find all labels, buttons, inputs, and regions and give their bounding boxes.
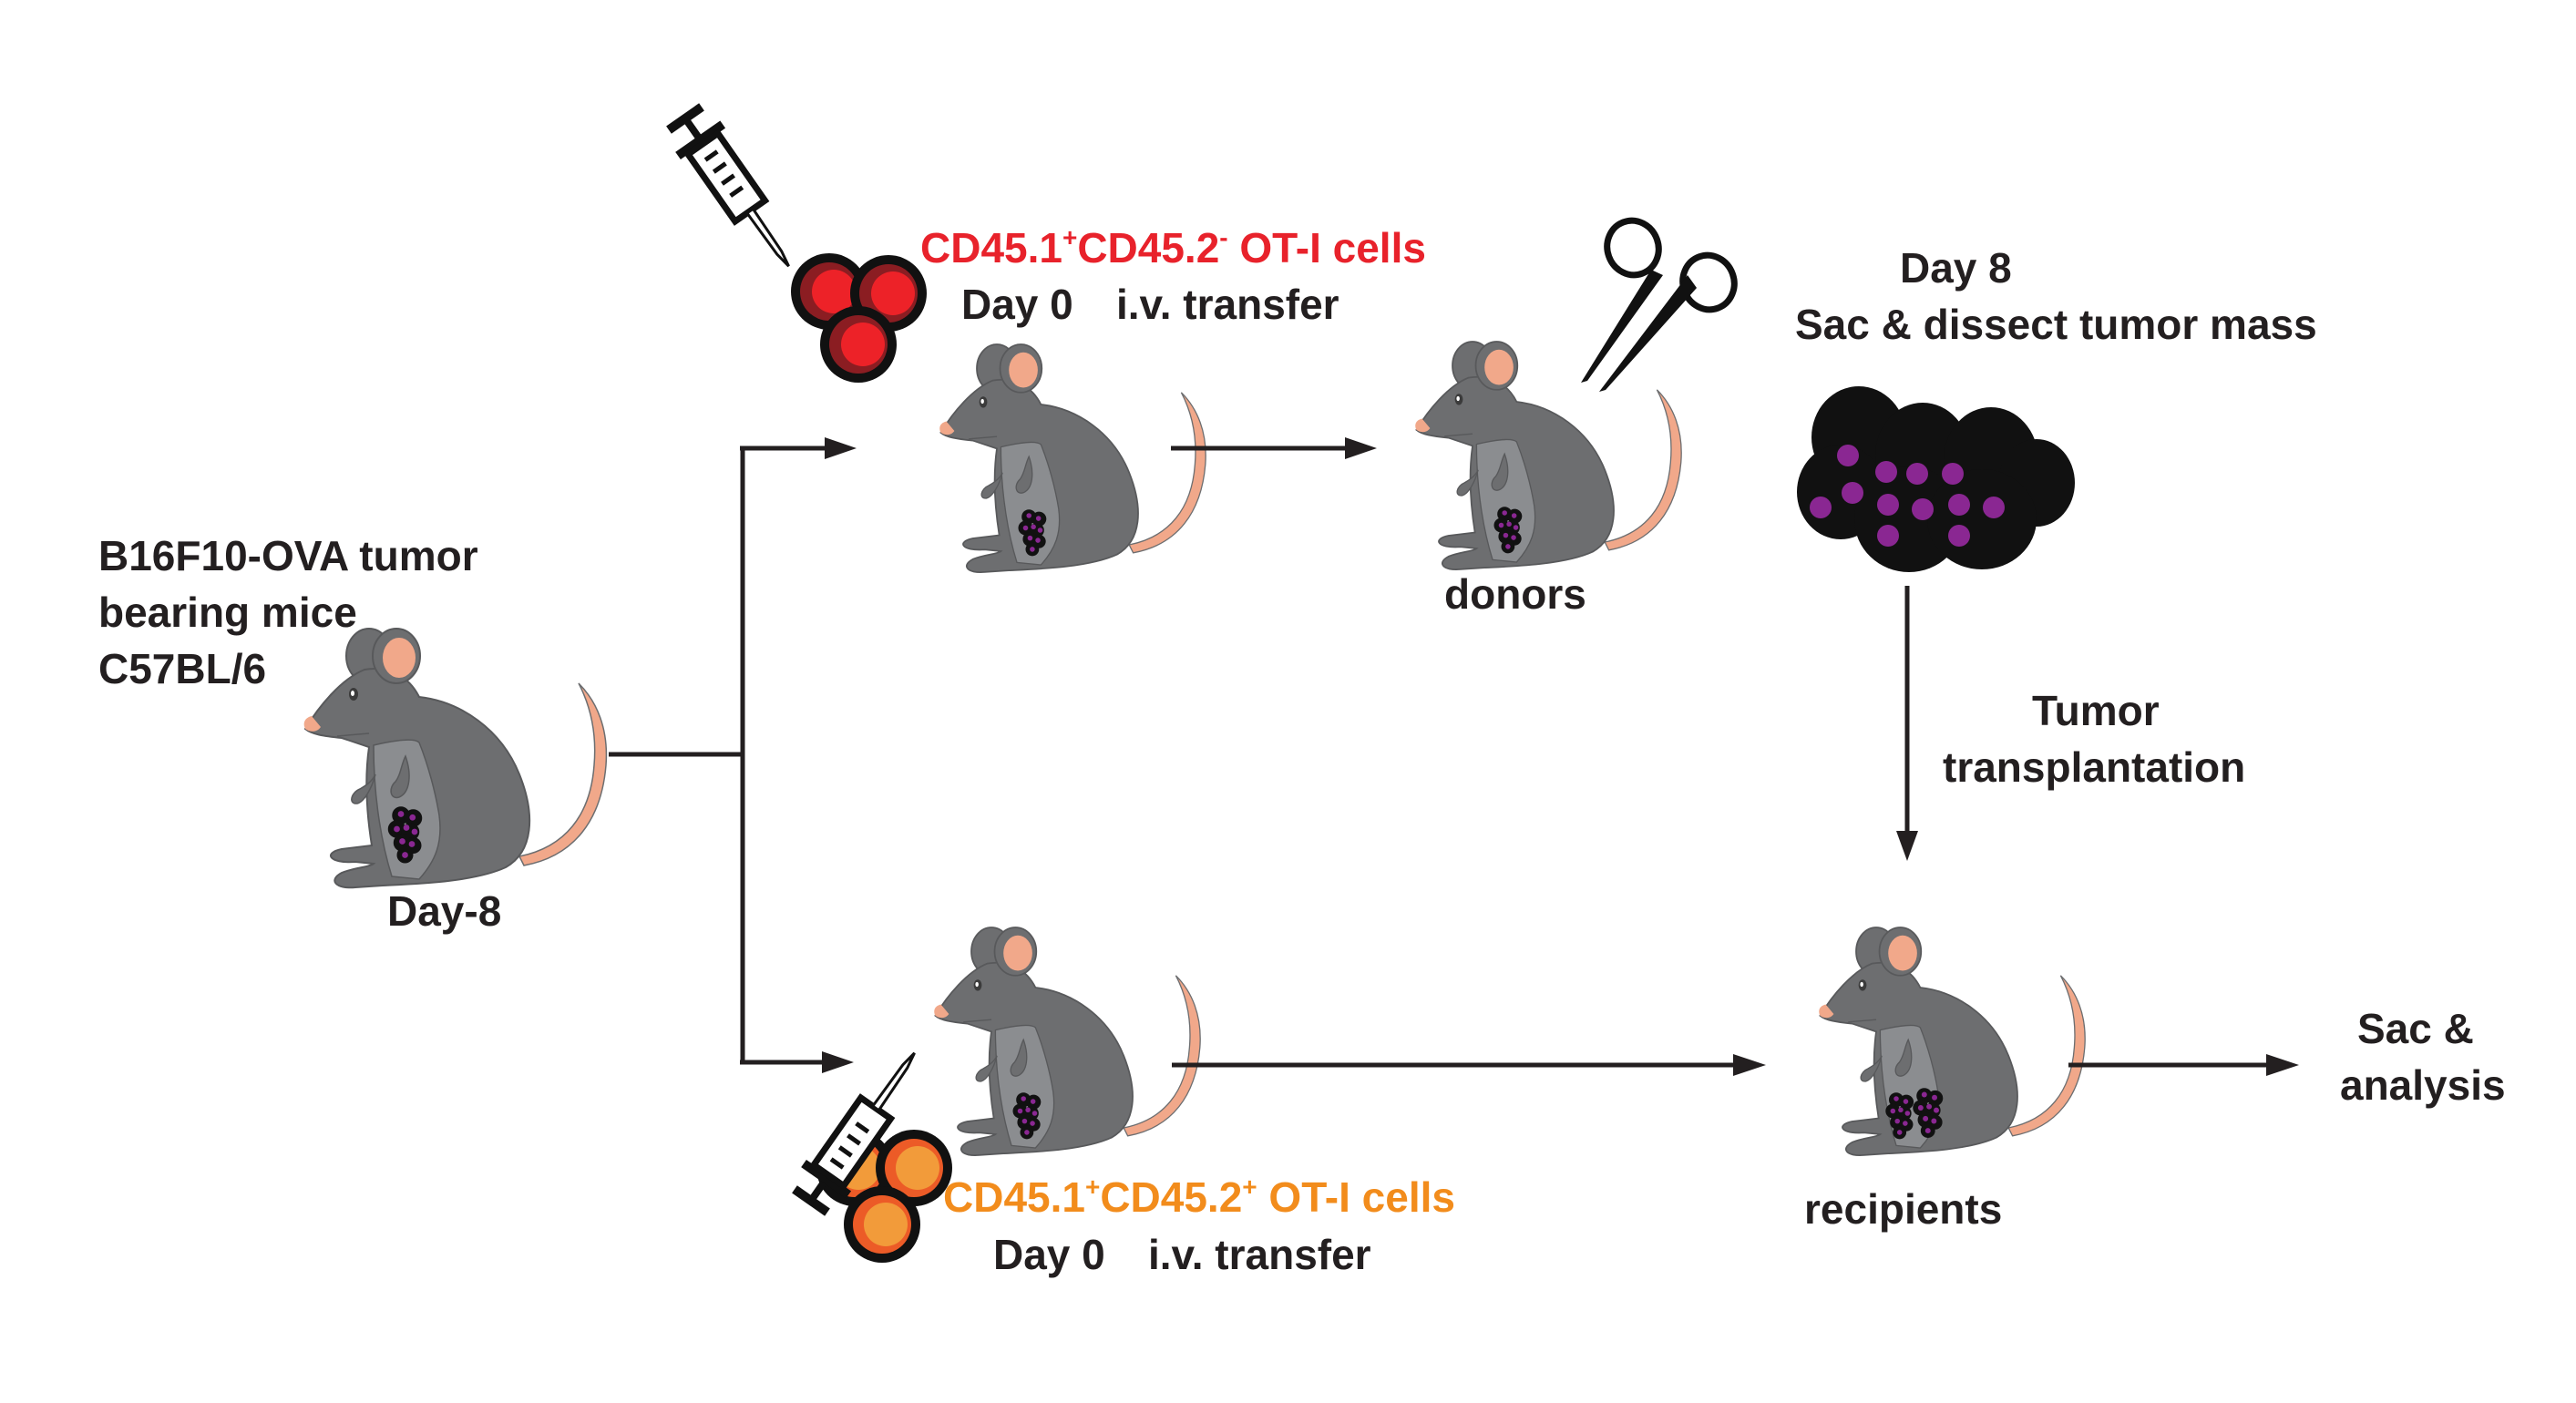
mouse-icon: [1818, 927, 2087, 1157]
arrow-icon: [1171, 437, 1377, 459]
transplant-label-line-1: Tumor: [2032, 687, 2160, 734]
mouse-icon: [939, 343, 1207, 574]
group1-cell-label: CD45.1+CD45.2- OT-I cells: [920, 223, 1426, 271]
scissors-icon: [1581, 217, 1738, 392]
group1-transfer-text: i.v. transfer: [1116, 281, 1339, 328]
start-title-line-1: B16F10-OVA tumor: [98, 532, 478, 579]
tumor-mass-icon: [1797, 386, 2075, 572]
recipients-label: recipients: [1804, 1185, 2002, 1233]
donors-day-label: Day 8: [1900, 244, 2012, 292]
group1-transfer-day: Day 0: [961, 281, 1073, 328]
group2-transfer-text: i.v. transfer: [1148, 1231, 1371, 1278]
start-title-line-3: C57BL/6: [98, 645, 266, 692]
syringe-icon: [666, 103, 792, 268]
group2-transfer-day: Day 0: [993, 1231, 1105, 1278]
transplant-arrow: [1896, 586, 1918, 861]
t-cell-cluster-icon: [791, 253, 927, 383]
donors-action-label: Sac & dissect tumor mass: [1795, 301, 2317, 348]
arrow-icon: [1172, 1054, 1766, 1076]
end-label-line-2: analysis: [2340, 1061, 2506, 1109]
group2-cell-label: CD45.1+CD45.2+ OT-I cells: [943, 1173, 1455, 1221]
donors-label: donors: [1444, 570, 1586, 618]
arrow-icon: [2068, 1054, 2299, 1076]
mouse-icon: [303, 628, 608, 889]
start-title-line-2: bearing mice: [98, 589, 357, 636]
transplant-label-line-2: transplantation: [1943, 743, 2245, 791]
start-day-label: Day-8: [387, 887, 501, 935]
branch-connector: [609, 437, 857, 1073]
mouse-icon: [933, 927, 1202, 1157]
end-label-line-1: Sac &: [2357, 1005, 2474, 1052]
mouse-icon: [1414, 341, 1683, 571]
